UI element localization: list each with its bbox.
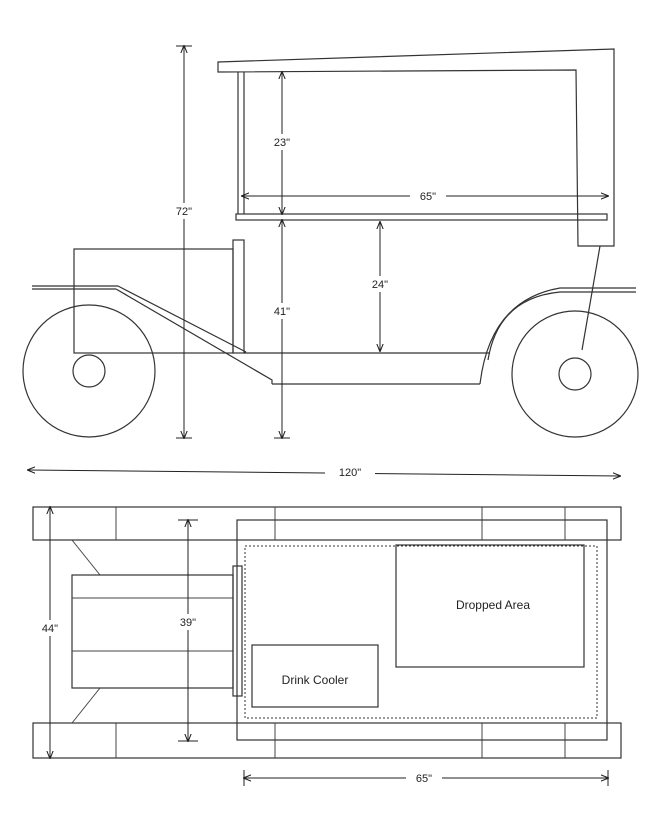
- dim-label-bg: [325, 465, 375, 479]
- dim-label-overall-length: 120": [339, 467, 361, 479]
- bed-inner-dashed: [244, 545, 598, 719]
- dim-label-bg: [406, 771, 442, 785]
- rear-post: [581, 245, 601, 351]
- front-axle-brace: [71, 687, 101, 724]
- front-wheel: [22, 304, 156, 438]
- top-fender-strip-left: [32, 506, 622, 541]
- dim-label-bg: [366, 276, 394, 292]
- running-board-slope: [115, 288, 273, 384]
- hood-top: [71, 574, 234, 689]
- roof-canopy: [217, 48, 615, 247]
- top-view: Dropped Area Drink Cooler 44" 39" 65": [32, 506, 622, 786]
- dropped-area: [395, 544, 585, 668]
- dim-label-bg: [268, 303, 296, 319]
- dim-label-inner-width: 39": [180, 617, 196, 629]
- front-axle-brace: [71, 539, 101, 576]
- drink-cooler: [251, 644, 379, 708]
- rear-wheel-hub: [558, 357, 592, 391]
- dim-label-bg: [410, 189, 446, 203]
- dim-label-bg: [174, 614, 202, 630]
- dim-label-overall-height: 72": [176, 206, 192, 218]
- dim-label-bg: [268, 134, 296, 150]
- dim-label-top-section: 23": [274, 137, 290, 149]
- front-wheel-hub: [72, 354, 106, 388]
- dashboard-panel: [232, 239, 245, 354]
- hood: [73, 248, 234, 354]
- dim-line-overall-length: [28, 470, 620, 476]
- bed-outline: [236, 519, 608, 741]
- rear-fender: [479, 287, 636, 385]
- drink-cooler-label: Drink Cooler: [282, 673, 349, 687]
- rear-fender-inner: [487, 291, 636, 361]
- rear-wheel: [511, 310, 639, 438]
- dim-label-roof-length: 65": [420, 191, 436, 203]
- dim-label-bg: [36, 620, 64, 636]
- dim-label-bottom-section: 41": [274, 306, 290, 318]
- side-view: 72" 23" 41" 24" 65" 120": [22, 46, 639, 479]
- front-fender-slope: [117, 285, 247, 353]
- belt-rail: [235, 213, 608, 221]
- dim-label-bed-length: 65": [416, 773, 432, 785]
- top-fender-strip-right: [32, 722, 622, 759]
- dim-label-seat-back: 24": [372, 279, 388, 291]
- dim-label-bg: [170, 203, 198, 219]
- dropped-area-label: Dropped Area: [456, 598, 530, 612]
- dim-label-overall-width: 44": [42, 623, 58, 635]
